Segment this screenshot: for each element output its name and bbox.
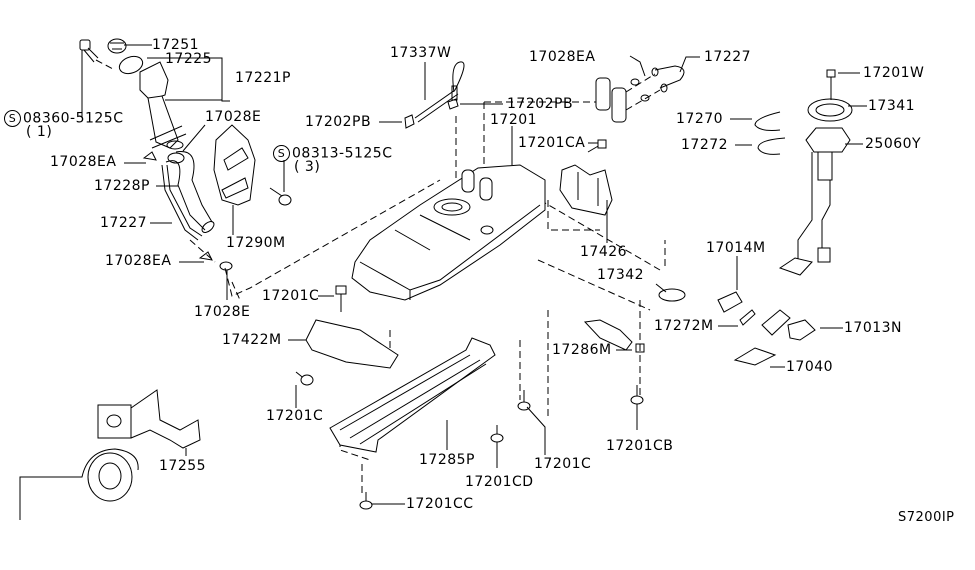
fuel-pump-unit-25060Y xyxy=(778,127,851,276)
fuel-pump-17040 xyxy=(733,309,791,366)
connector-17013N xyxy=(787,319,816,341)
label-17201CB: 17201CB xyxy=(606,438,674,454)
bracket-17422M xyxy=(305,319,399,369)
label-17422M: 17422M xyxy=(222,332,282,348)
label-17272: 17272 xyxy=(681,137,729,153)
label-17342: 17342 xyxy=(597,267,645,283)
bolt-17201W xyxy=(826,69,836,100)
vent-hose-17337W xyxy=(414,61,465,123)
label-17285P: 17285P xyxy=(419,452,475,468)
bracket-17255 xyxy=(97,389,201,449)
figure-code: S7200IP xyxy=(898,510,955,525)
label-08313-text: 08313-5125C xyxy=(292,145,393,162)
bolt-17201CB xyxy=(630,385,644,405)
bracket-17014M xyxy=(717,291,743,313)
fuel-tank-17201 xyxy=(351,164,546,301)
label-17201C-lower-right: 17201C xyxy=(534,456,592,472)
filler-hose-17228P xyxy=(165,151,215,233)
label-17270: 17270 xyxy=(676,111,724,127)
bracket-17426 xyxy=(559,164,613,216)
filler-bolt-08360 xyxy=(79,39,116,113)
clip-17202PB-left xyxy=(404,114,415,129)
label-17040: 17040 xyxy=(786,359,834,375)
label-17286M: 17286M xyxy=(552,342,612,358)
label-17426: 17426 xyxy=(580,244,628,260)
retainer-17270 xyxy=(754,111,781,131)
clamp-17028EA-upper xyxy=(142,151,157,161)
filler-neck-17221P xyxy=(139,61,187,150)
bolt-17201C-c xyxy=(517,390,531,411)
label-17202PB-left: 17202PB xyxy=(305,114,372,130)
label-17201: 17201 xyxy=(490,112,538,128)
fuel-cap-17251 xyxy=(107,38,127,54)
bolt-17201CC xyxy=(359,492,373,510)
label-25060Y: 25060Y xyxy=(865,136,922,152)
standard-part-s-icon: S xyxy=(273,145,290,162)
bolt-17201CA xyxy=(587,139,607,153)
label-17028E-lower: 17028E xyxy=(194,304,251,320)
protector-17285P xyxy=(329,337,496,453)
bolt-17201C-a xyxy=(335,285,347,312)
clamp-17028E-upper xyxy=(167,152,185,164)
bolt-17201C-b xyxy=(295,371,314,386)
grommet-detail xyxy=(19,448,139,520)
breather-hose-17227 xyxy=(161,164,203,241)
label-17028E-upper: 17028E xyxy=(205,109,262,125)
label-17201CC: 17201CC xyxy=(406,496,474,512)
shield-17290M xyxy=(213,124,256,206)
label-08313-qty: ( 3) xyxy=(294,159,321,175)
label-17028EA-lower: 17028EA xyxy=(105,253,172,269)
clamp-17028E-lower xyxy=(219,261,233,271)
clamp-17028EA-top xyxy=(630,78,650,102)
label-17201W: 17201W xyxy=(863,65,925,81)
seal-17342 xyxy=(658,288,686,302)
leader-lines xyxy=(81,44,867,505)
standard-part-s-icon: S xyxy=(4,110,21,127)
label-17028EA-left: 17028EA xyxy=(50,154,117,170)
label-17202PB-right: 17202PB xyxy=(507,96,574,112)
clip-17202PB-right xyxy=(447,98,459,110)
label-17227-top: 17227 xyxy=(704,49,752,65)
label-17201C-upper: 17201C xyxy=(262,288,320,304)
label-17251: 17251 xyxy=(152,37,200,53)
label-17013N: 17013N xyxy=(844,320,903,336)
label-17341: 17341 xyxy=(868,98,916,114)
label-17201CA: 17201CA xyxy=(518,135,586,151)
gasket-17225 xyxy=(118,55,144,75)
label-17227-left: 17227 xyxy=(100,215,148,231)
hose-17227-top xyxy=(625,65,685,111)
seal-ring-17341 xyxy=(807,98,853,122)
vent-cylinders xyxy=(595,77,627,123)
bracket-17286M xyxy=(583,319,645,353)
label-08360-qty: ( 1) xyxy=(26,124,53,140)
bolt-17201CD xyxy=(490,425,504,443)
label-17228P: 17228P xyxy=(94,178,150,194)
label-17028EA-top: 17028EA xyxy=(529,49,596,65)
label-17221P: 17221P xyxy=(235,70,291,86)
label-17272M: 17272M xyxy=(654,318,714,334)
label-17337W: 17337W xyxy=(390,45,452,61)
label-17014M: 17014M xyxy=(706,240,766,256)
label-17225: 17225 xyxy=(165,51,213,67)
strainer-17272M xyxy=(739,309,756,326)
bolt-08313 xyxy=(269,187,292,206)
retainer-17272 xyxy=(757,137,786,155)
label-08360-text: 08360-5125C xyxy=(23,110,124,127)
clamp-17028EA-lower xyxy=(198,251,213,261)
label-17201CD: 17201CD xyxy=(465,474,534,490)
label-17255: 17255 xyxy=(159,458,207,474)
label-17290M: 17290M xyxy=(226,235,286,251)
label-17201C-lower-left: 17201C xyxy=(266,408,324,424)
